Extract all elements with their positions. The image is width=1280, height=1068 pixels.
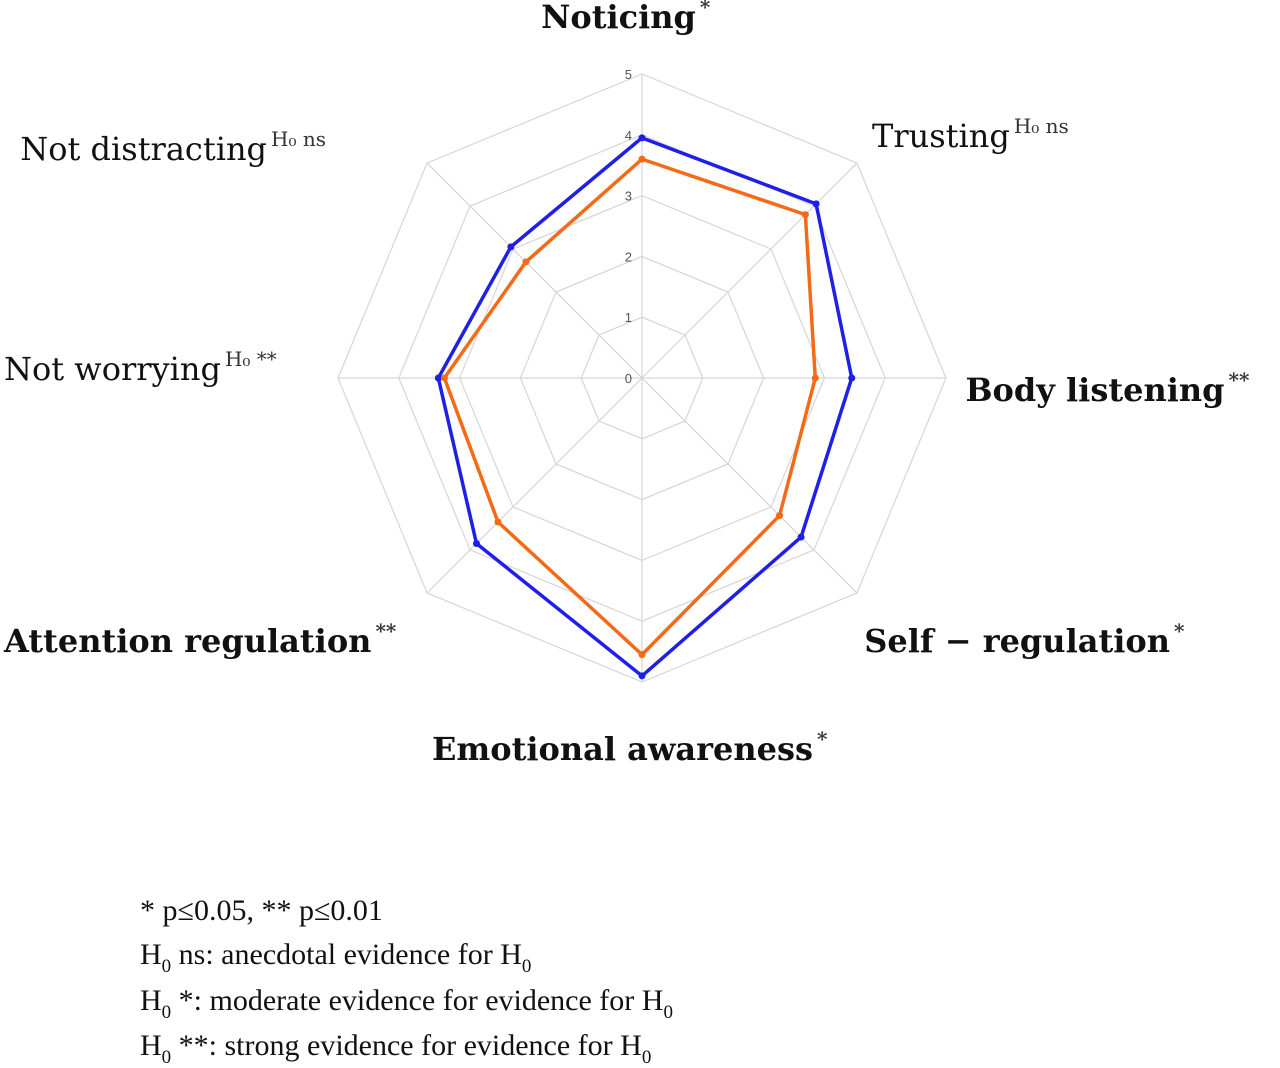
legend-line-1: * p≤0.05, ** p≤0.01 (140, 894, 383, 927)
legend-line-3: H0 *: moderate evidence for evidence for… (140, 984, 673, 1023)
series-1-point (638, 672, 646, 680)
series-1-point (434, 374, 442, 382)
radial-tick-labels: 0 1 2 3 4 5 (625, 67, 632, 386)
grid-spoke (641, 162, 858, 379)
data-series (434, 134, 856, 680)
legend-line-4: H0 **: strong evidence for evidence for … (140, 1029, 651, 1068)
series-2-point (494, 518, 502, 526)
r-tick-label: 3 (625, 189, 632, 204)
grid-spoke (426, 377, 643, 594)
r-tick-label: 1 (625, 310, 632, 325)
axis-label-emotional-awareness: Emotional awareness* (432, 727, 828, 768)
series-2-point (638, 651, 646, 659)
axis-label-self-regulation: Self − regulation* (864, 619, 1185, 660)
series-1-point (507, 243, 515, 251)
series-line-1 (436, 136, 854, 678)
axis-label-attention-regulation: Attention regulation** (3, 619, 397, 660)
r-tick-label: 5 (625, 67, 632, 82)
significance-legend: * p≤0.05, ** p≤0.01 H0 ns: anecdotal evi… (140, 894, 673, 1068)
series-line-2 (442, 157, 818, 657)
series-1-point (472, 540, 480, 548)
series-2-point (638, 155, 646, 163)
series-2-point (440, 374, 448, 382)
r-tick-label: 4 (625, 128, 632, 143)
series-2-point (801, 211, 809, 219)
radar-grid (337, 73, 947, 683)
grid-spoke (426, 162, 643, 379)
series-2-point (522, 258, 530, 266)
r-tick-label: 2 (625, 249, 632, 264)
series-1-point (638, 134, 646, 142)
legend-line-2: H0 ns: anecdotal evidence for H0 (140, 938, 531, 977)
grid-spoke (641, 377, 858, 594)
series-1-point (797, 533, 805, 541)
axis-label-body-listening: Body listening** (966, 368, 1250, 409)
series-1-point (848, 374, 856, 382)
series-1-point (812, 200, 820, 208)
axis-label-noticing: Noticing* (541, 0, 711, 36)
r-tick-label: 0 (625, 371, 632, 386)
series-2-point (776, 512, 784, 520)
series-2-point (811, 374, 819, 382)
